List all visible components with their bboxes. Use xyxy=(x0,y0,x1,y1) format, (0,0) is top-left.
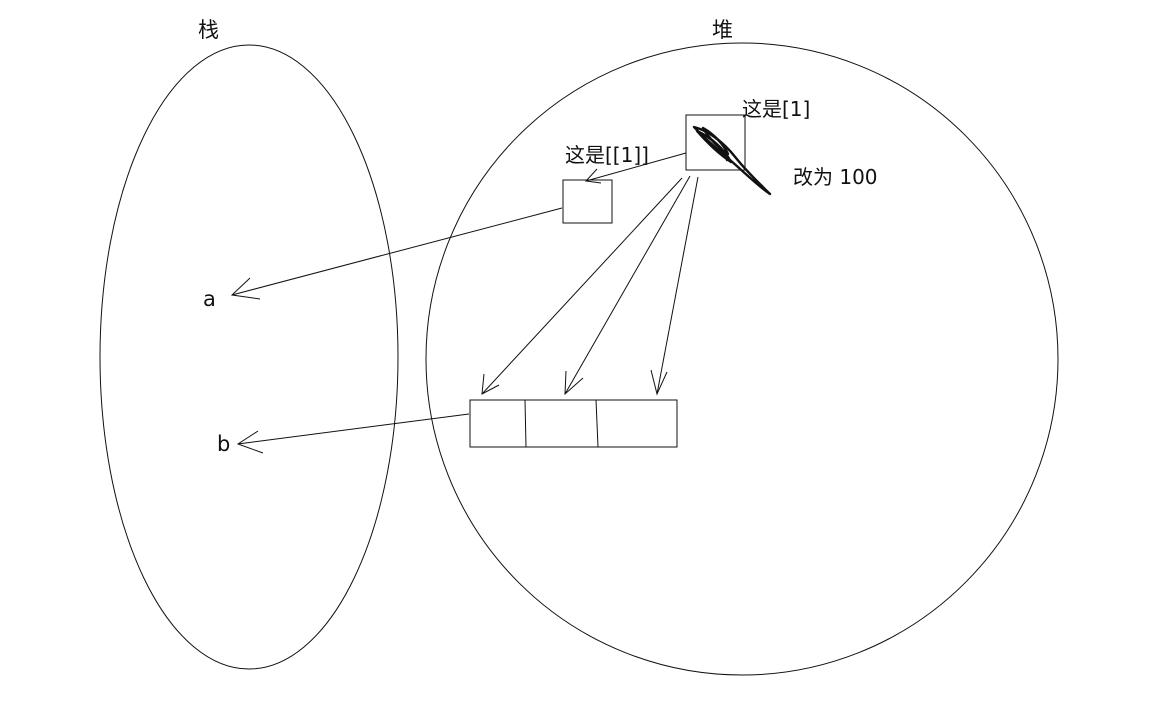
arrow-blist-to-b xyxy=(236,413,470,454)
stack-region xyxy=(99,44,399,670)
arrow-inner-to-slot-3 xyxy=(650,176,699,396)
b-list xyxy=(469,399,678,448)
arrow-inner-to-outer xyxy=(584,152,687,184)
b-list-divider-1 xyxy=(524,399,527,448)
stack-label: 栈 xyxy=(198,18,219,42)
outer-list-annotation: 这是[[1]] xyxy=(565,143,649,167)
inner-list-annotation: 这是[1] xyxy=(742,97,810,121)
var-b-label: b xyxy=(217,432,230,456)
b-list-box xyxy=(469,399,678,448)
arrow-inner-to-slot-1 xyxy=(481,177,683,395)
arrow-outer-to-a xyxy=(230,207,563,300)
b-list-divider-2 xyxy=(595,399,599,448)
inner-list-box xyxy=(685,114,746,171)
change-note: 改为 100 xyxy=(793,165,878,189)
heap-label: 堆 xyxy=(712,18,733,42)
scribble-mark xyxy=(692,125,772,196)
var-a-label: a xyxy=(203,287,216,311)
arrow-inner-to-slot-2 xyxy=(564,175,691,396)
heap-region xyxy=(425,42,1059,676)
outer-list-box xyxy=(562,179,613,224)
